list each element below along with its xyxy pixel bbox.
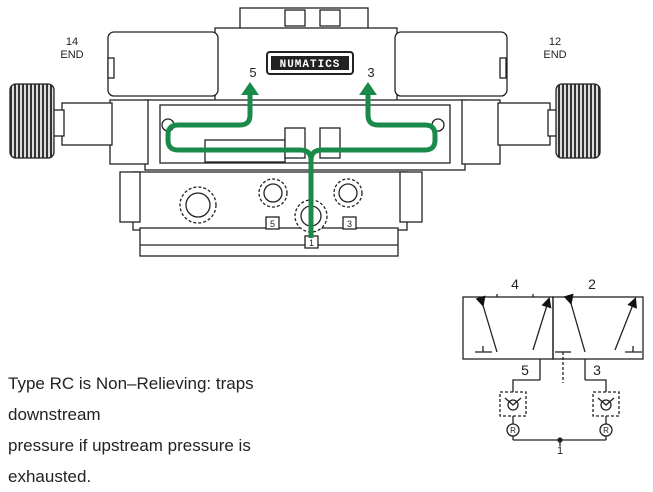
caption: Type RC is Non–Relieving: traps downstre… xyxy=(8,368,258,492)
right-end-label: END xyxy=(543,49,566,61)
schematic xyxy=(462,293,644,446)
left-end-number: 14 xyxy=(66,36,78,48)
schematic-port-4: 4 xyxy=(511,276,519,292)
right-end-number: 12 xyxy=(549,36,561,48)
caption-line-2: pressure if upstream pressure is exhaust… xyxy=(8,436,251,486)
knurled-knob-left xyxy=(9,83,55,159)
schematic-port-1: 1 xyxy=(557,445,563,454)
knurled-knob-right xyxy=(555,83,601,159)
left-end-label: END xyxy=(60,49,83,61)
valve-diagram: 14 END 12 END NUMATICS 5 3 5 3 1 xyxy=(9,7,644,454)
brand-label: NUMATICS xyxy=(280,59,341,71)
schematic-port-5: 5 xyxy=(521,362,529,378)
caption-line-1: Type RC is Non–Relieving: traps downstre… xyxy=(8,374,254,424)
port-5-label: 5 xyxy=(249,65,256,80)
base-port-5-label: 5 xyxy=(270,219,275,229)
schematic-port-3: 3 xyxy=(593,362,601,378)
valve-body xyxy=(49,7,563,257)
flow-paths xyxy=(165,82,438,238)
base-port-1-label: 1 xyxy=(309,238,314,248)
schematic-check-symbol-left: R xyxy=(510,426,516,435)
base-port-3-label: 3 xyxy=(347,219,352,229)
schematic-port-2: 2 xyxy=(588,276,596,292)
schematic-check-symbol-right: R xyxy=(603,426,609,435)
port-3-label: 3 xyxy=(367,65,374,80)
